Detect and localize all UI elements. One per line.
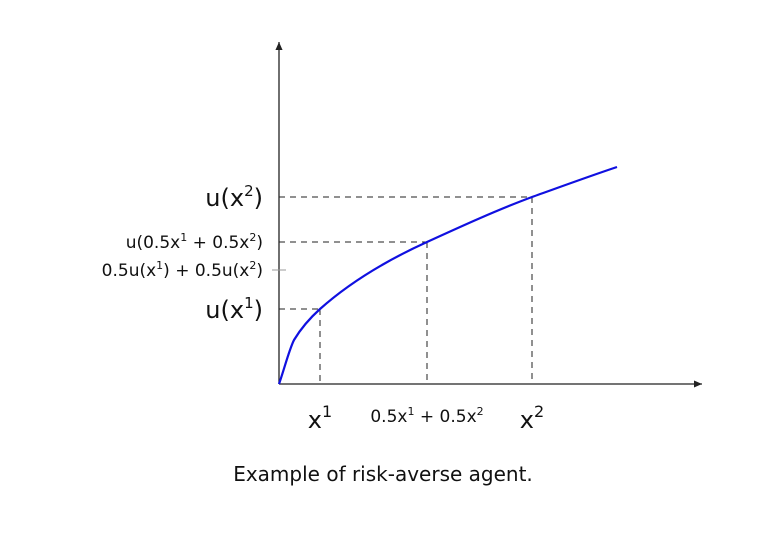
label-x2: x2	[520, 402, 544, 434]
label-x1: x1	[308, 402, 332, 434]
label-u-x1: u(x1)	[205, 294, 263, 324]
label-u-x2: u(x2)	[205, 182, 263, 212]
utility-curve	[277, 165, 618, 385]
label-expected-utility: 0.5u(x1) + 0.5u(x2)	[102, 259, 263, 281]
diagram-caption: Example of risk-averse agent.	[233, 462, 533, 486]
label-u-mid: u(0.5x1 + 0.5x2)	[126, 231, 263, 253]
label-x-mid: 0.5x1 + 0.5x2	[370, 405, 483, 427]
